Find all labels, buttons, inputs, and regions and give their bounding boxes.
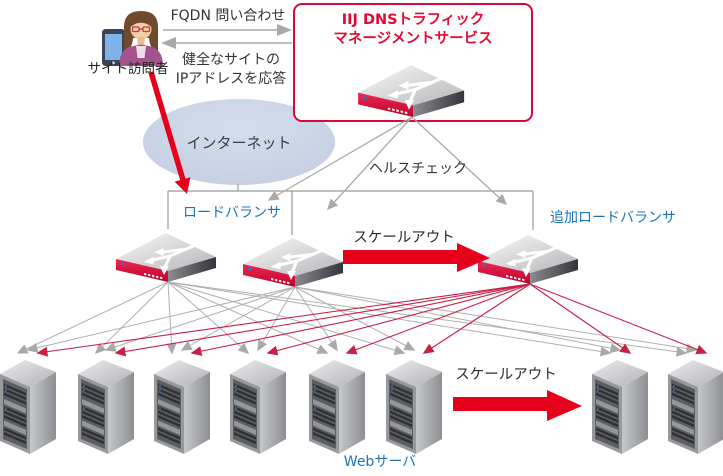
added-server-rack-icon [668, 360, 723, 454]
additional-load-balancer-label: 追加ロードバランサ [550, 210, 676, 226]
server-rack-icon [0, 360, 56, 454]
server-rack-icon [309, 360, 365, 454]
response-label: 健全なサイトの IPアドレスを応答 [150, 51, 312, 89]
dns-service-title-line1: IIJ DNSトラフィック [341, 12, 485, 28]
response-arrow [161, 37, 292, 49]
lb1-distribution-lines [16, 281, 688, 357]
load-balancer-label: ロードバランサ [183, 205, 281, 221]
internet-label: インターネット [186, 134, 292, 152]
response-label-line2: IPアドレスを応答 [175, 71, 287, 87]
lb2-distribution-lines [26, 286, 698, 354]
distribution-line [167, 184, 534, 235]
dns-service-title: IIJ DNSトラフィック マネージメントサービス [294, 11, 532, 49]
fqdn-query-arrow [163, 24, 292, 36]
server-rack-icon [78, 360, 134, 454]
visitor-traffic-arrow [148, 71, 191, 194]
response-label-line1: 健全なサイトの [182, 52, 280, 68]
dns-service-box [293, 3, 533, 122]
additional-lb-distribution-lines [36, 283, 708, 357]
load-balancer-icon [114, 231, 218, 285]
site-visitor-icon [102, 11, 163, 66]
scale-out-arrow-lb [343, 243, 490, 272]
scale-out-web-label: スケールアウト [455, 367, 557, 383]
scale-out-arrow-web [453, 390, 582, 421]
fqdn-query-label: FQDN 問い合わせ [170, 8, 286, 24]
load-balancer-icon [241, 236, 345, 290]
web-server-label: Webサーバ [343, 454, 417, 470]
site-visitor-label: サイト訪問者 [87, 61, 169, 77]
scale-out-lb-label: スケールアウト [353, 230, 455, 246]
internet-cloud [143, 99, 335, 185]
server-rack-icon [154, 360, 210, 454]
server-rack-icon [386, 360, 442, 454]
health-check-label: ヘルスチェック [369, 161, 467, 177]
smartphone-icon [102, 29, 125, 66]
health-check-arrows [267, 116, 508, 211]
server-rack-icon [230, 360, 286, 454]
dns-service-title-line2: マネージメントサービス [333, 31, 493, 47]
added-server-rack-icon [592, 360, 648, 454]
additional-load-balancer-icon [476, 233, 580, 287]
